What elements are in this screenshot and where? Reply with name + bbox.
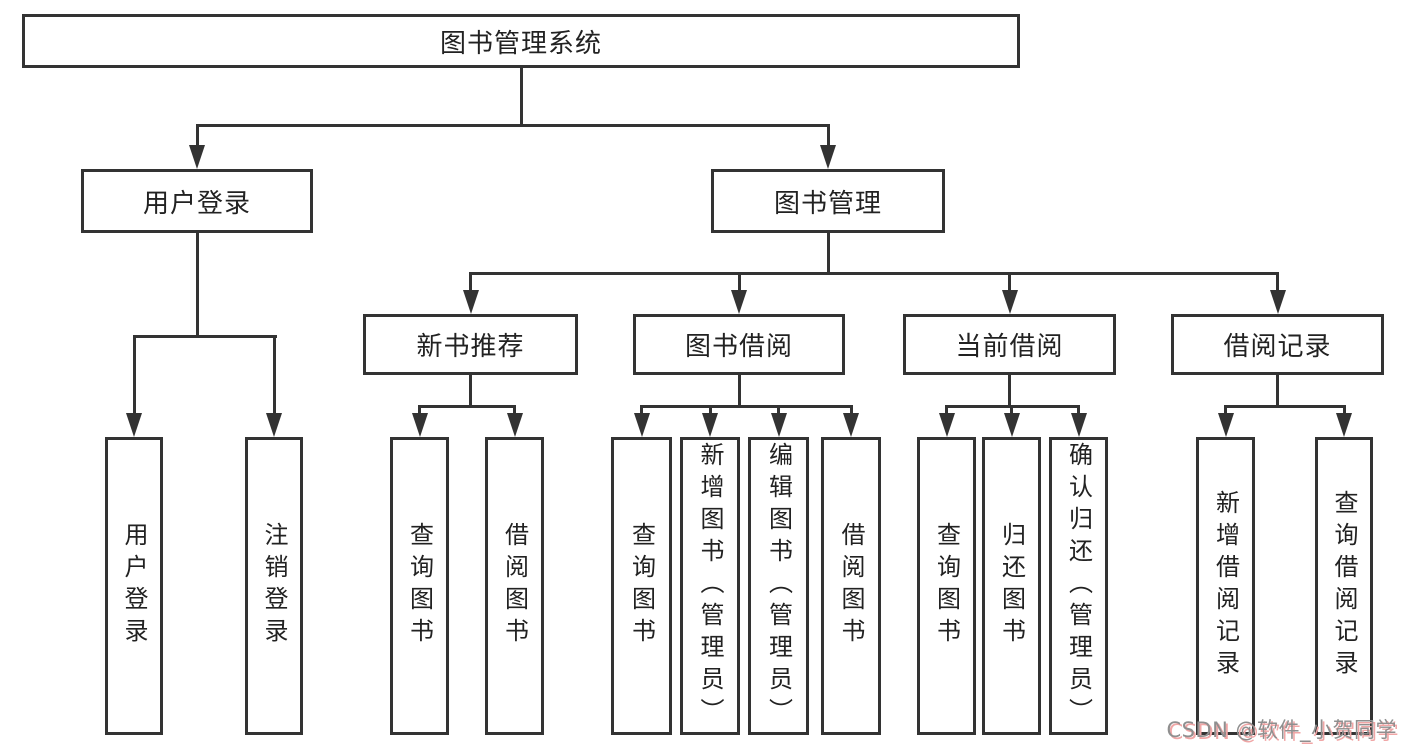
- leaf-add-book-admin: 新增图书（管理员）: [680, 437, 740, 735]
- leaf-query-books-borrow: 查询图书: [611, 437, 672, 735]
- arrowhead-down: [463, 290, 479, 314]
- leaf-label: 查询图书: [932, 522, 961, 650]
- node-root-library-system: 图书管理系统: [22, 14, 1020, 68]
- arrowhead-down: [843, 413, 859, 437]
- connector-line: [1224, 405, 1227, 417]
- connector-line: [418, 405, 421, 417]
- connector-line: [133, 335, 136, 416]
- arrowhead-down: [939, 413, 955, 437]
- connector-line: [777, 405, 780, 417]
- arrowhead-down: [126, 413, 142, 437]
- connector-line: [1343, 405, 1346, 417]
- connector-line: [738, 272, 741, 292]
- node-current-borrowing: 当前借阅: [903, 314, 1116, 375]
- connector-line: [513, 405, 516, 417]
- connector-line: [850, 405, 853, 417]
- arrowhead-down: [266, 413, 282, 437]
- leaf-label: 编辑图书（管理员）: [764, 442, 793, 730]
- leaf-edit-book-admin: 编辑图书（管理员）: [748, 437, 809, 735]
- leaf-query-books-current: 查询图书: [917, 437, 976, 735]
- leaf-user-login: 用户登录: [105, 437, 163, 735]
- arrowhead-down: [702, 413, 718, 437]
- connector-line: [469, 272, 1279, 275]
- leaf-label: 借阅图书: [837, 522, 865, 650]
- leaf-confirm-return-admin: 确认归还（管理员）: [1049, 437, 1108, 735]
- arrowhead-down: [1002, 290, 1018, 314]
- connector-line: [1224, 405, 1346, 408]
- connector-line: [1276, 375, 1279, 406]
- connector-line: [196, 233, 199, 337]
- node-book-management: 图书管理: [711, 169, 945, 233]
- connector-line: [133, 335, 277, 338]
- arrowhead-down: [1071, 413, 1087, 437]
- arrowhead-down: [731, 290, 747, 314]
- arrowhead-down: [189, 145, 205, 169]
- arrowhead-down: [412, 413, 428, 437]
- connector-line: [709, 405, 712, 417]
- leaf-label: 借阅图书: [500, 522, 529, 650]
- leaf-label: 确认归还（管理员）: [1064, 442, 1093, 730]
- leaf-label: 新增借阅记录: [1211, 490, 1240, 682]
- connector-line: [469, 375, 472, 406]
- connector-line: [827, 233, 830, 274]
- leaf-borrow-books-recommend: 借阅图书: [485, 437, 544, 735]
- leaf-query-books-recommend: 查询图书: [390, 437, 449, 735]
- leaf-label: 用户登录: [120, 522, 148, 650]
- arrowhead-down: [1270, 290, 1286, 314]
- leaf-label: 查询图书: [627, 522, 656, 650]
- leaf-label: 归还图书: [997, 522, 1026, 650]
- node-new-book-recommend: 新书推荐: [363, 314, 578, 375]
- connector-line: [196, 124, 830, 127]
- arrowhead-down: [634, 413, 650, 437]
- connector-line: [1010, 405, 1013, 417]
- leaf-label: 查询图书: [405, 522, 434, 650]
- arrowhead-down: [771, 413, 787, 437]
- leaf-label: 新增图书（管理员）: [696, 442, 724, 730]
- arrowhead-down: [1004, 413, 1020, 437]
- arrowhead-down: [507, 413, 523, 437]
- connector-line: [273, 335, 276, 416]
- node-book-borrowing: 图书借阅: [633, 314, 845, 375]
- connector-line: [418, 405, 516, 408]
- node-user-login: 用户登录: [81, 169, 313, 233]
- csdn-watermark: CSDN @软件_小贺同学: [1166, 718, 1397, 742]
- leaf-return-books: 归还图书: [982, 437, 1041, 735]
- leaf-label: 查询借阅记录: [1330, 490, 1358, 682]
- arrowhead-down: [1218, 413, 1234, 437]
- arrowhead-down: [820, 145, 836, 169]
- connector-line: [738, 375, 741, 406]
- connector-line: [1008, 375, 1011, 406]
- leaf-logout: 注销登录: [245, 437, 303, 735]
- connector-line: [640, 405, 643, 417]
- connector-line: [1008, 272, 1011, 292]
- connector-line: [1077, 405, 1080, 417]
- leaf-label: 注销登录: [260, 522, 288, 650]
- arrowhead-down: [1336, 413, 1352, 437]
- connector-line: [196, 124, 199, 150]
- connector-line: [1276, 272, 1279, 292]
- connector-line: [469, 272, 472, 292]
- leaf-add-borrow-record: 新增借阅记录: [1196, 437, 1255, 735]
- connector-line: [827, 124, 830, 150]
- connector-line: [945, 405, 948, 417]
- leaf-query-borrow-record: 查询借阅记录: [1315, 437, 1373, 735]
- connector-line: [640, 405, 853, 408]
- node-borrow-records: 借阅记录: [1171, 314, 1384, 375]
- leaf-borrow-books: 借阅图书: [821, 437, 881, 735]
- connector-line: [520, 68, 523, 126]
